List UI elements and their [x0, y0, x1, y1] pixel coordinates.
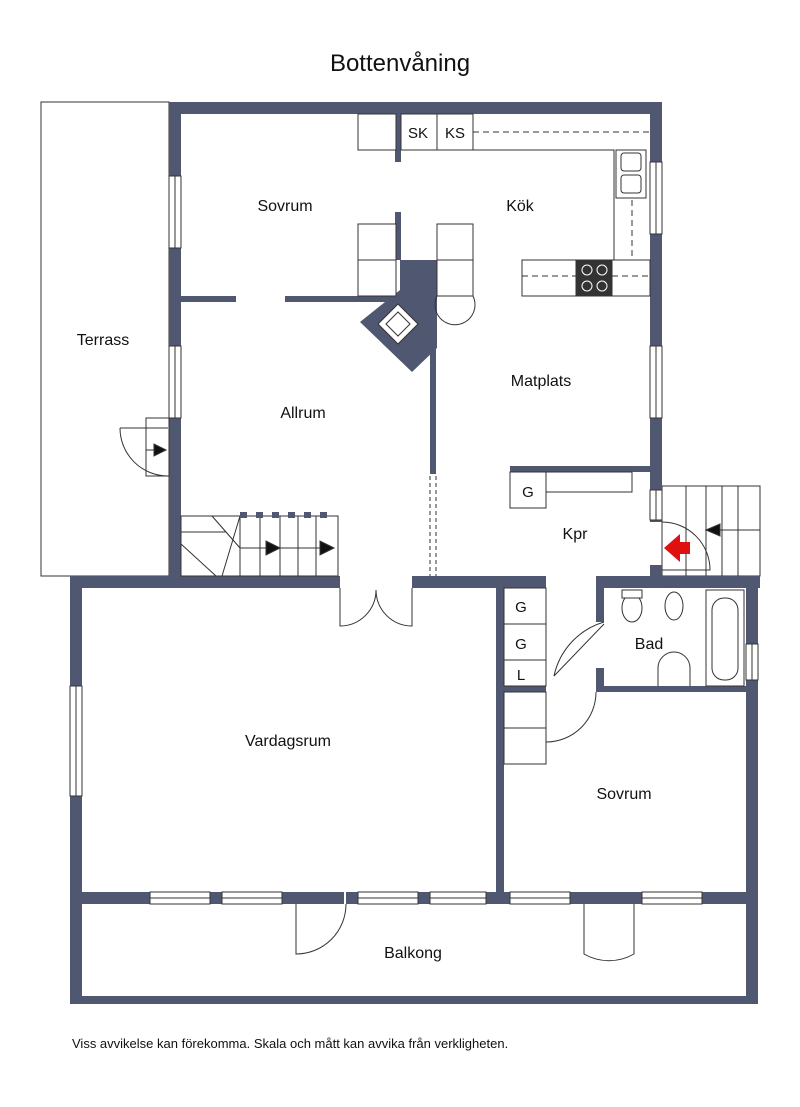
- windows: [69, 161, 759, 905]
- room-vardagsrum: Vardagsrum: [245, 733, 331, 750]
- entrance-arrow-icon: [664, 534, 690, 562]
- fixture-l: L: [517, 667, 525, 684]
- room-kpr: Kpr: [563, 526, 589, 543]
- room-sovrum-top: Sovrum: [257, 198, 312, 215]
- bathroom: [621, 589, 745, 687]
- fixture-sk: SK: [408, 125, 428, 142]
- outdoor-stairs: [661, 485, 761, 577]
- room-kok: Kök: [506, 198, 535, 215]
- kpr-storage: [503, 471, 633, 765]
- room-balkong: Balkong: [384, 945, 442, 962]
- fixture-g2: G: [515, 636, 527, 653]
- room-bad: Bad: [635, 636, 663, 653]
- kitchen: [357, 113, 651, 345]
- doors: [119, 417, 711, 962]
- room-sovrum-bottom: Sovrum: [596, 786, 651, 803]
- page-title: Bottenvåning: [329, 50, 471, 77]
- indoor-stairs: [180, 512, 339, 577]
- fixture-ks: KS: [445, 125, 465, 142]
- room-matplats: Matplats: [511, 373, 571, 390]
- room-terrass: Terrass: [77, 332, 129, 349]
- fixture-g-kpr: G: [522, 484, 534, 501]
- room-allrum: Allrum: [280, 405, 325, 422]
- disclaimer-text: Viss avvikelse kan förekomma. Skala och …: [72, 1036, 509, 1051]
- fixture-g1: G: [515, 599, 527, 616]
